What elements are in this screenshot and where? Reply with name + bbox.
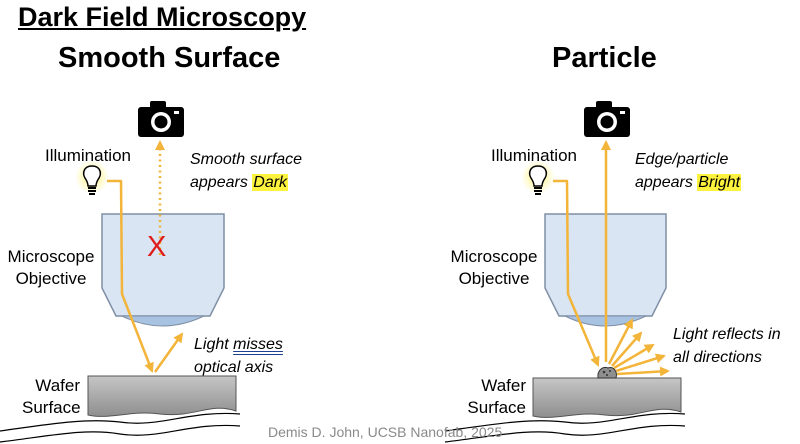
objective-label: Microscope Objective [5,246,97,290]
light-line1: Light misses [194,333,283,356]
x-mark-icon: X [147,231,167,263]
edge-particle-caption: Edge/particle appears Bright [635,148,742,194]
illumination-label: Illumination [45,146,131,165]
dark-highlight: Dark [252,174,289,191]
light-line1-text: Light [194,336,234,353]
wafer-surface-label: Wafer Surface [466,375,526,419]
objective-label-line1: Microscope [450,247,538,266]
objective-label-line2: Objective [458,269,530,288]
objective-label: Microscope Objective [448,246,540,290]
wafer-surface-label: Wafer Surface [22,375,81,419]
wafer-label-line2: Surface [467,398,526,417]
wafer-label-line1: Wafer [35,376,80,395]
wafer-label-line2: Surface [22,398,81,417]
scattered-ray [613,343,655,370]
wafer-surface [87,375,237,417]
caption-line2: appears Bright [635,171,742,194]
caption-line2-text: appears [635,174,698,191]
wafer-edge-line [444,424,686,443]
illumination-label: Illumination [491,146,577,165]
wafer-surface [532,377,682,418]
smooth-surface-caption: Smooth surface appears Dark [190,148,302,194]
wafer-edge-line [444,412,686,432]
scattered-ray [611,331,643,367]
light-line2: all directions [673,349,762,366]
credit-text: Demis D. John, UCSB Nanofab, 2025 [268,424,503,440]
light-line1: Light reflects in [673,326,781,343]
camera-icon [584,101,630,137]
light-misses-caption: Light misses optical axis [194,333,283,379]
bright-highlight: Bright [697,174,742,191]
objective-label-line1: Microscope [7,247,95,266]
page-title: Dark Field Microscopy [18,2,307,32]
illumination-ray [107,179,154,373]
light-reflects-caption: Light reflects in all directions [673,323,781,369]
illumination-ray [553,179,600,367]
scattered-ray [607,318,634,365]
light-bulb-icon [521,160,555,195]
misses-emphasis: misses [233,336,283,353]
caption-line2-text: appears [190,174,253,191]
camera-icon [138,101,184,137]
wafer-label-line1: Wafer [481,376,526,395]
scattered-ray [616,366,670,377]
caption-line1: Smooth surface [190,151,303,168]
light-bulb-icon [75,160,109,195]
particle-icon [597,367,617,379]
caption-line2: appears Dark [190,171,302,194]
microscope-objective [101,213,225,317]
reflected-ray [153,332,184,373]
objective-label-line2: Objective [15,269,87,288]
left-panel-heading: Smooth Surface [58,42,281,74]
light-line2: optical axis [194,359,274,376]
caption-line1: Edge/particle [635,151,729,168]
wafer-edge-line [0,412,241,432]
right-panel-heading: Particle [552,42,657,74]
scattered-ray [615,353,666,373]
wafer-edge-line [0,424,241,443]
